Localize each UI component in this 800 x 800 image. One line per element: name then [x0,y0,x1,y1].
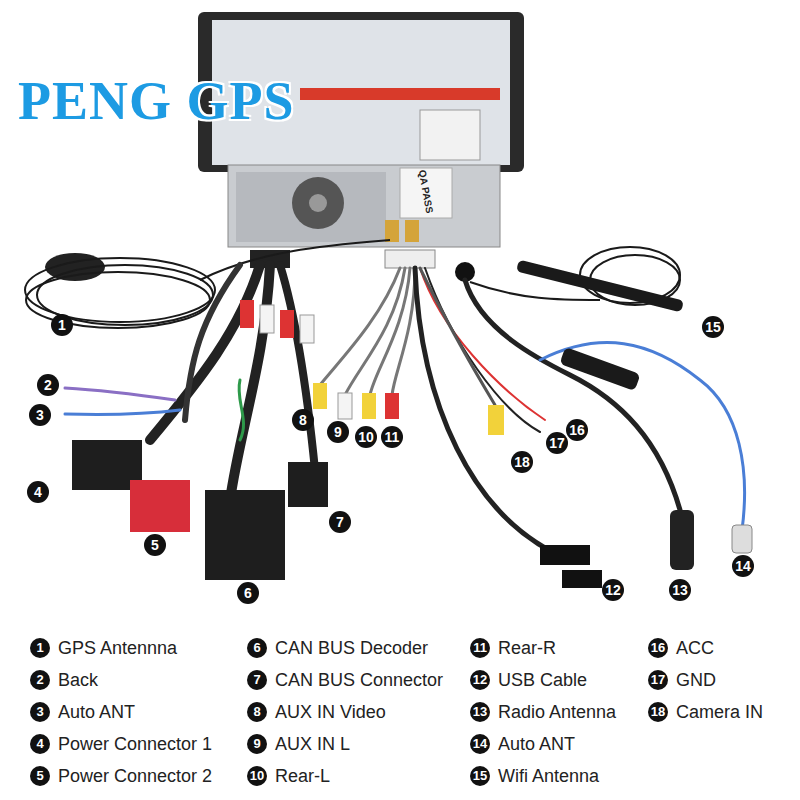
legend-text: USB Cable [498,669,587,691]
callout-number: 11 [381,426,403,448]
key-number: 13 [470,702,490,722]
callout-number: 9 [327,421,349,443]
legend-text: Auto ANT [498,733,575,755]
callout-number: 14 [732,555,754,577]
legend-text: Back [58,669,98,691]
callout-number: 1 [51,314,73,336]
legend-text: Rear-L [275,765,330,787]
callout-number: 16 [566,419,588,441]
qa-sticker [400,168,452,218]
key-number: 1 [30,638,50,658]
key-number: 14 [470,734,490,754]
callout-number: 4 [27,481,49,503]
legend-text: GND [676,669,716,691]
key-number: 16 [648,638,668,658]
legend-text: GPS Antennna [58,637,177,659]
legend-text: AUX IN Video [275,701,386,723]
key-number: 7 [247,670,267,690]
legend-text: Radio Antenna [498,701,616,723]
key-number: 5 [30,766,50,786]
legend-text: ACC [676,637,714,659]
key-number: 18 [648,702,668,722]
callout-number: 6 [237,582,259,604]
inline-module [559,347,640,391]
key-number: 17 [648,670,668,690]
wifi-antenna-bar [516,260,684,313]
sma-connector [385,220,399,242]
callout-number: 15 [702,316,724,338]
power-connector-2 [130,480,190,532]
callout-number: 17 [546,432,568,454]
radio-antenna-plug [670,510,694,570]
canbus-decoder [205,490,285,580]
key-number: 8 [247,702,267,722]
callout-number: 5 [144,534,166,556]
key-number: 15 [470,766,490,786]
usb-plug [540,545,590,565]
key-number: 12 [470,670,490,690]
chassis-plate [236,172,386,242]
callout-number: 13 [669,579,691,601]
key-number: 6 [247,638,267,658]
legend-text: Power Connector 1 [58,733,212,755]
callout-number: 3 [29,404,51,426]
legend-text: Rear-R [498,637,556,659]
warning-sticker [300,88,500,100]
legend-text: AUX IN L [275,733,350,755]
canbus-connector [288,462,328,507]
callout-number: 2 [37,374,59,396]
fan-hub [309,194,327,212]
sma-connector [405,220,419,242]
legend-text: CAN BUS Connector [275,669,443,691]
key-number: 3 [30,702,50,722]
callout-number: 8 [292,409,314,431]
legend-text: CAN BUS Decoder [275,637,428,659]
key-number: 2 [30,670,50,690]
legend-text: Power Connector 2 [58,765,212,787]
cooling-fan [292,177,344,229]
watermark: PENG GPS [18,70,295,132]
spec-sticker [420,110,480,160]
callout-number: 10 [355,426,377,448]
auto-ant-plug [732,525,752,553]
unit-chassis [228,165,500,247]
legend-text: Auto ANT [58,701,135,723]
rca-plugs [240,300,504,435]
legend-text: Wifi Antenna [498,765,599,787]
wiring-harness [65,265,745,560]
key-number: 11 [470,638,490,658]
key-number: 10 [247,766,267,786]
usb-plug [562,570,602,588]
key-number: 9 [247,734,267,754]
key-number: 4 [30,734,50,754]
callout-number: 7 [329,511,351,533]
callout-number: 18 [511,451,533,473]
legend-text: Camera IN [676,701,763,723]
callout-number: 12 [602,579,624,601]
plug [385,250,435,268]
